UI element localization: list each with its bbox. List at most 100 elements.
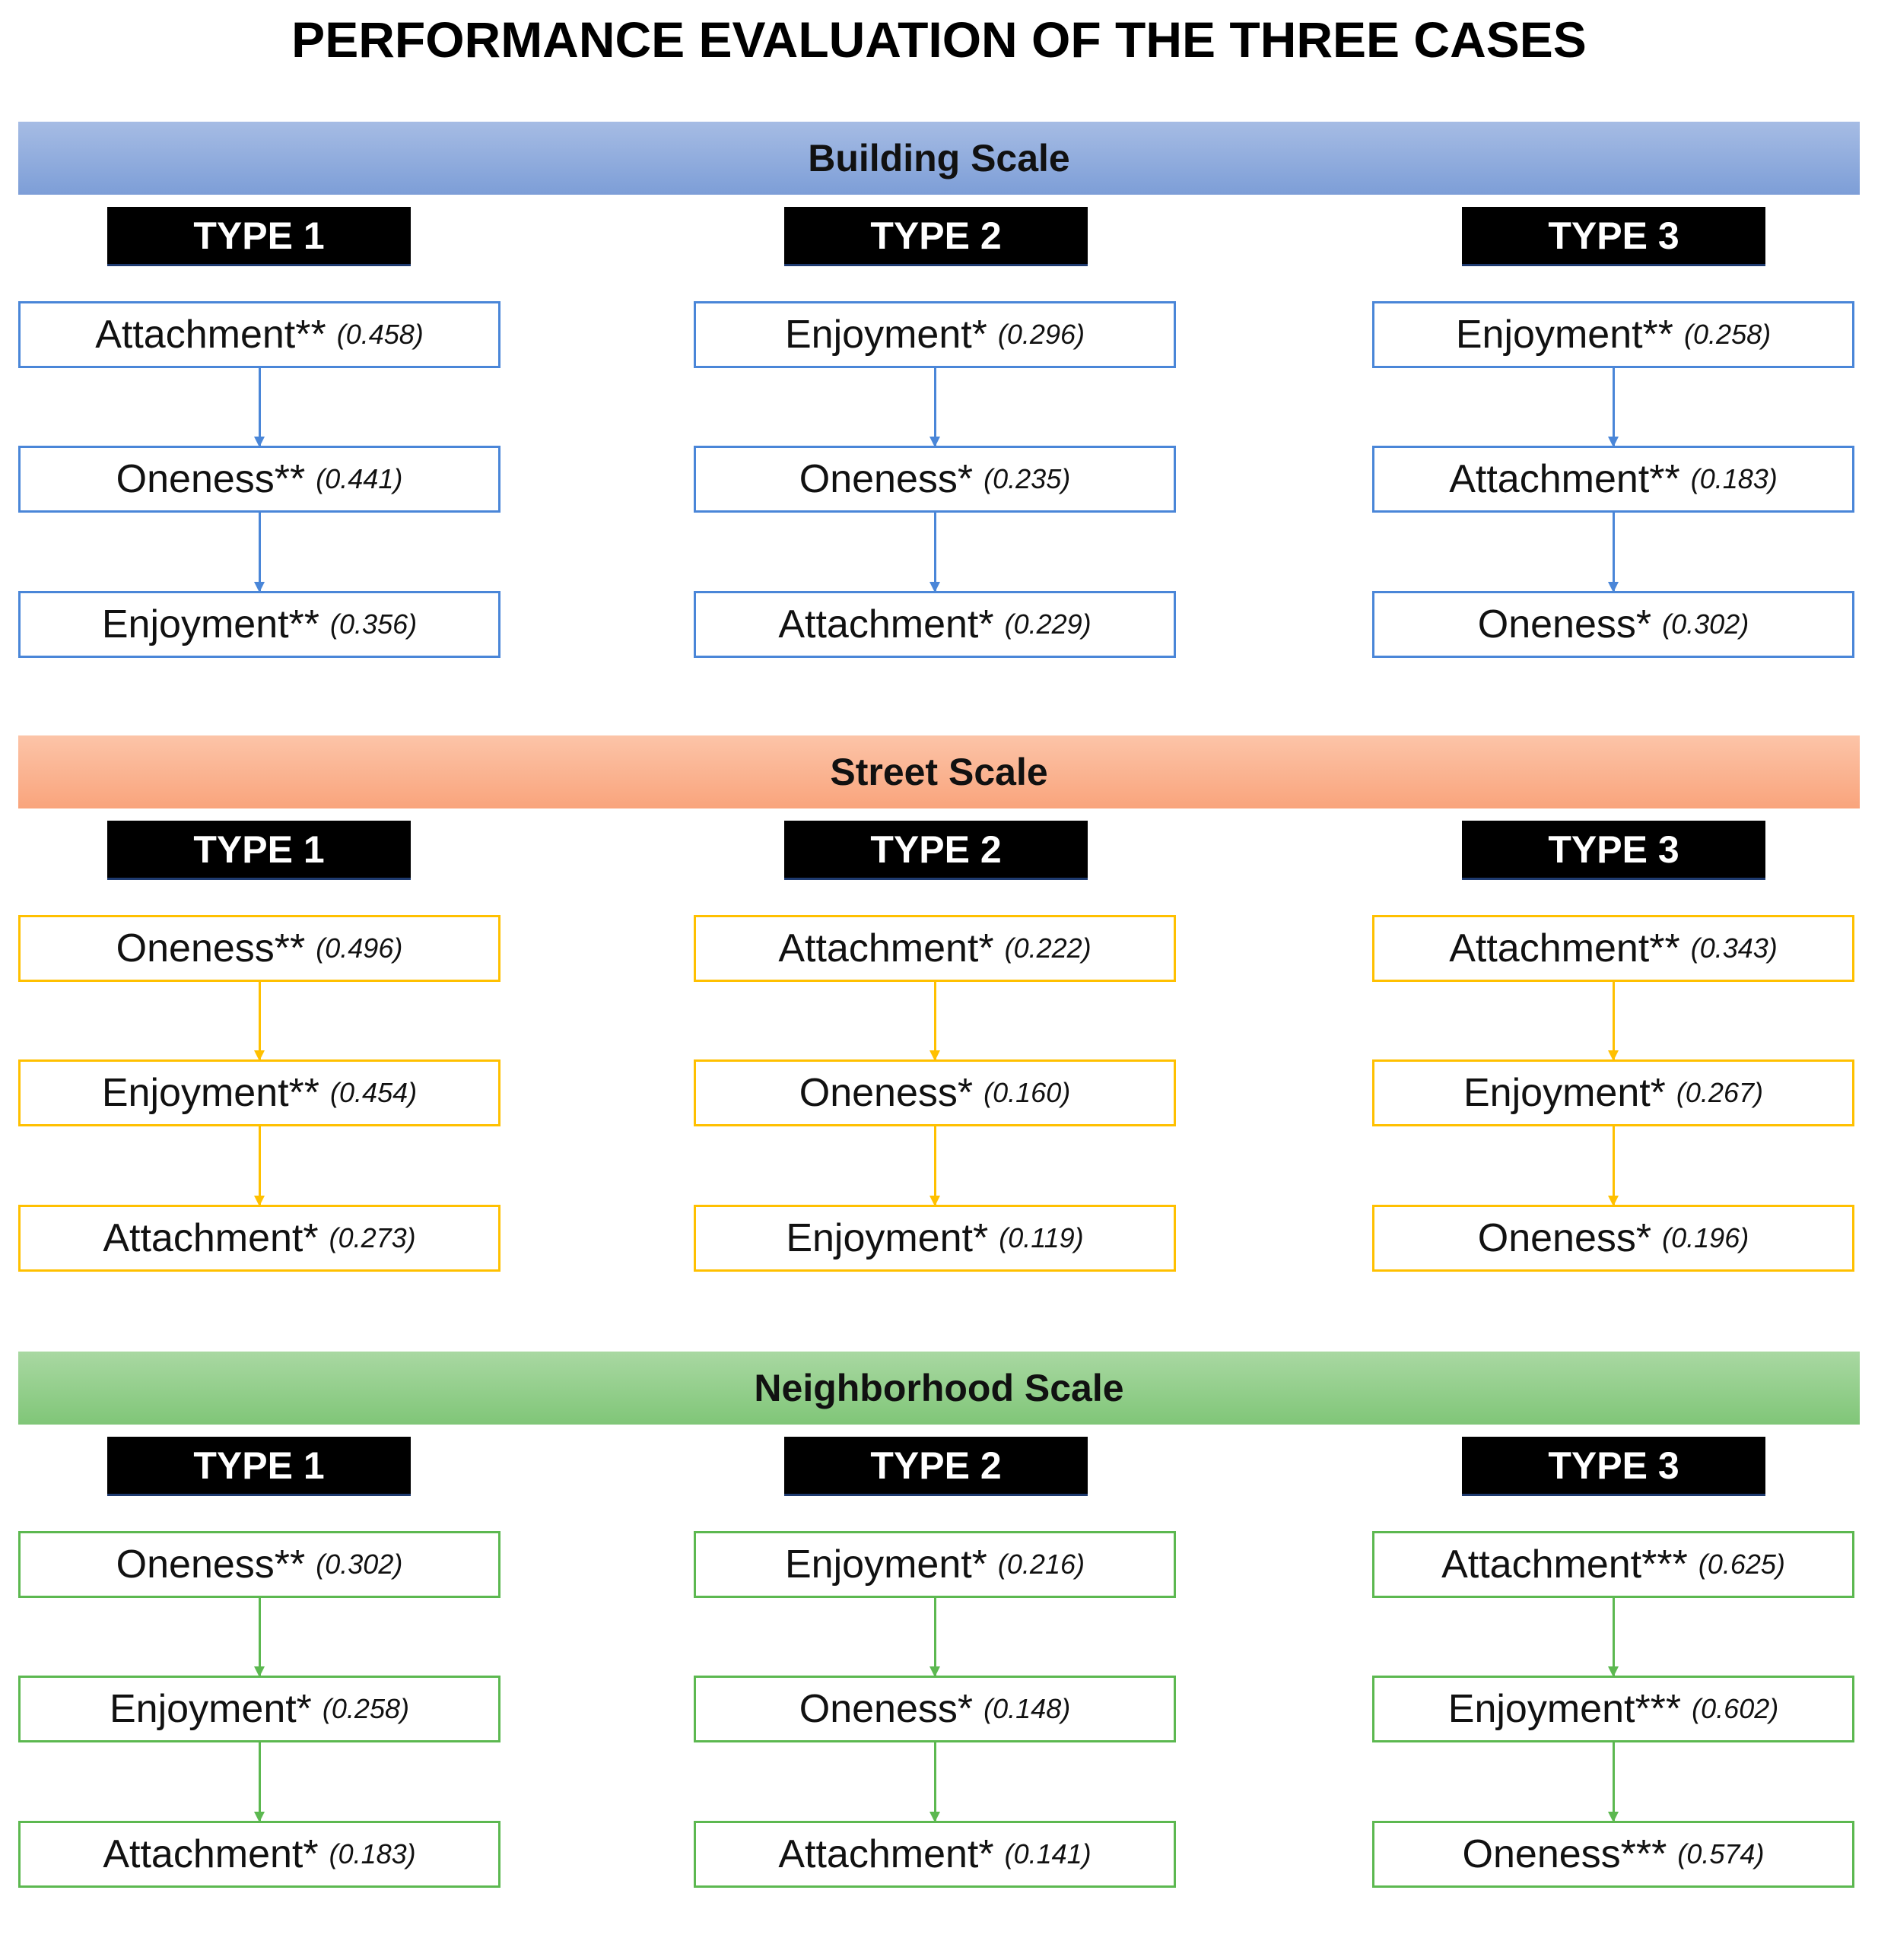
factor-box: Enjoyment* (0.267)	[1372, 1059, 1854, 1126]
factor-name: Attachment*	[103, 1832, 319, 1876]
factor-coefficient: (0.458)	[336, 319, 424, 350]
factor-name: Oneness*	[799, 1071, 974, 1115]
type-label: TYPE 1	[107, 821, 411, 880]
factor-coefficient: (0.258)	[322, 1693, 409, 1724]
arrow-down-icon	[929, 1742, 940, 1822]
arrow-down-icon	[254, 368, 265, 447]
factor-name: Attachment***	[1441, 1542, 1688, 1587]
factor-coefficient: (0.229)	[1004, 608, 1092, 640]
factor-coefficient: (0.222)	[1004, 932, 1092, 964]
factor-name: Attachment*	[778, 926, 994, 970]
factor-name: Enjoyment***	[1447, 1687, 1682, 1731]
factor-name: Oneness**	[116, 457, 306, 501]
arrow-down-icon	[929, 513, 940, 592]
factor-box: Oneness** (0.302)	[18, 1531, 500, 1598]
arrow-down-icon	[929, 368, 940, 447]
arrow-down-icon	[254, 1742, 265, 1822]
factor-coefficient: (0.235)	[983, 463, 1071, 494]
factor-coefficient: (0.119)	[999, 1222, 1084, 1253]
arrow-down-icon	[1608, 1598, 1619, 1677]
type-label: TYPE 3	[1462, 207, 1765, 266]
factor-box: Oneness* (0.235)	[694, 446, 1176, 513]
factor-coefficient: (0.196)	[1662, 1222, 1749, 1253]
factor-name: Attachment*	[778, 1832, 994, 1876]
factor-coefficient: (0.343)	[1690, 932, 1778, 964]
type-label: TYPE 1	[107, 1437, 411, 1496]
factor-name: Oneness*	[1477, 602, 1652, 646]
factor-box: Enjoyment**(0.454)	[18, 1059, 500, 1126]
page-title: PERFORMANCE EVALUATION OF THE THREE CASE…	[291, 11, 1587, 68]
factor-box: Attachment** (0.343)	[1372, 915, 1854, 982]
neighborhood-scale-header: Neighborhood Scale	[18, 1352, 1860, 1425]
factor-box: Oneness* (0.196)	[1372, 1205, 1854, 1272]
type-label: TYPE 3	[1462, 1437, 1765, 1496]
factor-name: Attachment*	[778, 602, 994, 646]
factor-name: Oneness**	[116, 926, 306, 970]
factor-coefficient: (0.267)	[1676, 1077, 1763, 1108]
arrow-down-icon	[1608, 368, 1619, 447]
factor-box: Attachment* (0.273)	[18, 1205, 500, 1272]
factor-coefficient: (0.258)	[1684, 319, 1772, 350]
type-label: TYPE 2	[784, 821, 1088, 880]
factor-name: Enjoyment**	[101, 1071, 320, 1115]
factor-coefficient: (0.273)	[329, 1222, 416, 1253]
arrow-down-icon	[254, 1126, 265, 1206]
factor-name: Oneness**	[116, 1542, 306, 1587]
factor-coefficient: (0.160)	[983, 1077, 1071, 1108]
factor-name: Attachment**	[95, 313, 326, 357]
factor-name: Enjoyment*	[785, 313, 987, 357]
factor-coefficient: (0.216)	[997, 1549, 1085, 1580]
factor-coefficient: (0.302)	[316, 1549, 403, 1580]
factor-coefficient: (0.602)	[1692, 1693, 1779, 1724]
arrow-down-icon	[1608, 1742, 1619, 1822]
factor-name: Oneness*	[1477, 1216, 1652, 1260]
factor-coefficient: (0.183)	[1690, 463, 1778, 494]
factor-coefficient: (0.441)	[316, 463, 403, 494]
arrow-down-icon	[929, 1126, 940, 1206]
arrow-down-icon	[929, 982, 940, 1061]
factor-coefficient: (0.302)	[1662, 608, 1749, 640]
factor-name: Oneness*	[799, 457, 974, 501]
factor-box: Enjoyment* (0.119)	[694, 1205, 1176, 1272]
factor-coefficient: (0.496)	[316, 932, 403, 964]
factor-name: Enjoyment*	[786, 1216, 989, 1260]
arrow-down-icon	[1608, 982, 1619, 1061]
arrow-down-icon	[1608, 1126, 1619, 1206]
factor-box: Oneness*** (0.574)	[1372, 1821, 1854, 1888]
factor-box: Attachment* (0.141)	[694, 1821, 1176, 1888]
street-scale-header: Street Scale	[18, 735, 1860, 808]
factor-name: Oneness*	[799, 1687, 974, 1731]
factor-coefficient: (0.296)	[997, 319, 1085, 350]
arrow-down-icon	[1608, 513, 1619, 592]
factor-box: Attachment** (0.458)	[18, 301, 500, 368]
factor-coefficient: (0.141)	[1004, 1838, 1092, 1869]
factor-box: Enjoyment* (0.258)	[18, 1676, 500, 1742]
factor-coefficient: (0.574)	[1677, 1838, 1765, 1869]
factor-box: Enjoyment*** (0.602)	[1372, 1676, 1854, 1742]
factor-box: Attachment* (0.183)	[18, 1821, 500, 1888]
factor-box: Attachment* (0.229)	[694, 591, 1176, 658]
factor-coefficient: (0.356)	[330, 608, 418, 640]
type-label: TYPE 2	[784, 1437, 1088, 1496]
type-label: TYPE 2	[784, 207, 1088, 266]
factor-name: Enjoyment*	[110, 1687, 312, 1731]
factor-name: Oneness***	[1462, 1832, 1667, 1876]
arrow-down-icon	[254, 513, 265, 592]
factor-box: Enjoyment** (0.258)	[1372, 301, 1854, 368]
factor-name: Attachment*	[103, 1216, 319, 1260]
factor-name: Enjoyment**	[1455, 313, 1674, 357]
factor-name: Attachment**	[1449, 926, 1680, 970]
factor-box: Oneness* (0.302)	[1372, 591, 1854, 658]
factor-name: Enjoyment*	[785, 1542, 987, 1587]
factor-coefficient: (0.183)	[329, 1838, 416, 1869]
factor-box: Enjoyment** (0.356)	[18, 591, 500, 658]
factor-name: Enjoyment*	[1463, 1071, 1666, 1115]
arrow-down-icon	[254, 1598, 265, 1677]
factor-name: Attachment**	[1449, 457, 1680, 501]
factor-box: Attachment* (0.222)	[694, 915, 1176, 982]
factor-coefficient: (0.148)	[983, 1693, 1071, 1724]
factor-name: Enjoyment**	[101, 602, 320, 646]
type-label: TYPE 1	[107, 207, 411, 266]
